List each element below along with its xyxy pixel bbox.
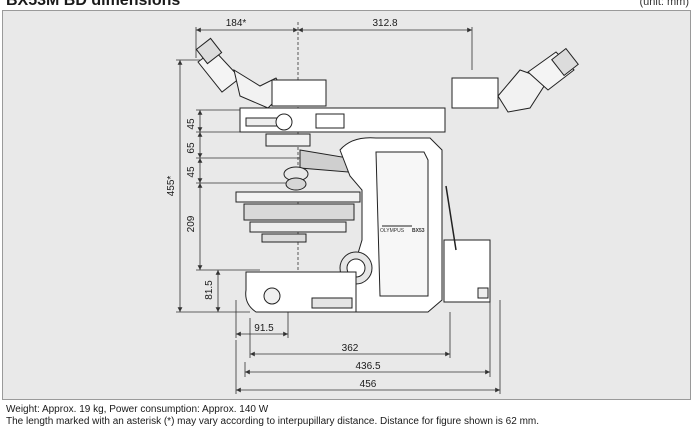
left-eyepiece [195,37,285,109]
dim-v-45-upper: 45 [186,118,197,130]
dim-h-436-5: 436.5 [355,361,380,372]
header-bar: BX53M BD dimensions (unit: mm) [0,0,693,12]
brand-label: OLYMPUS [380,228,405,234]
dim-h-456: 456 [360,379,377,390]
page-title: BX53M BD dimensions [6,0,181,9]
dimension-lines [176,22,501,394]
microscope-body [195,37,579,313]
microscope-dimension-drawing: OLYMPUS BX53 184* 312.8 45 65 45 209 81.… [166,18,579,394]
dim-h-362: 362 [342,343,359,354]
right-eyepiece [451,47,579,113]
weight-power-note: Weight: Approx. 19 kg, Power consumption… [6,404,269,415]
dim-v-65: 65 [186,142,197,154]
dim-top-left: 184* [226,18,247,29]
dim-v-209: 209 [186,215,197,232]
dim-top-right: 312.8 [372,18,397,29]
dim-v-45-lower: 45 [186,166,197,178]
asterisk-note: The length marked with an asterisk (*) m… [6,416,540,427]
dim-v-81-5: 81.5 [204,280,215,300]
dim-h-91-5: 91.5 [254,323,274,334]
model-label: BX53 [412,228,425,234]
unit-label: (unit: mm) [639,0,690,8]
dim-v-455: 455* [166,176,177,197]
